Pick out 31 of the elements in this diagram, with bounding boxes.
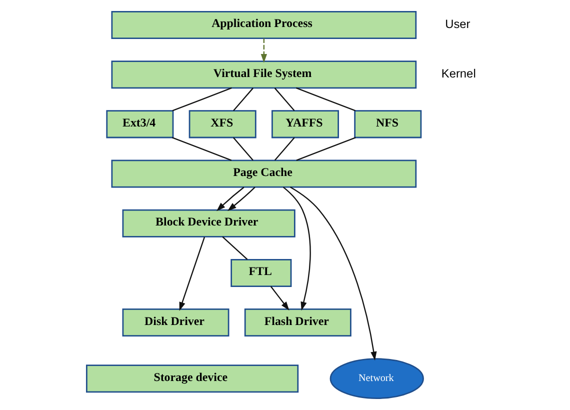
node-box: Block Device Driver — [122, 209, 295, 238]
node-box: FTL — [230, 258, 292, 287]
connector — [222, 236, 248, 260]
node-box: Disk Driver — [122, 308, 229, 337]
node-box: XFS — [188, 110, 256, 138]
arrow — [290, 186, 376, 360]
connector — [274, 88, 294, 112]
arrow — [216, 186, 244, 212]
connector — [296, 136, 356, 161]
arrow — [260, 38, 267, 63]
node-box: Ext3/4 — [106, 110, 174, 138]
arrow — [178, 236, 205, 311]
label: Kernel — [440, 66, 476, 81]
node-box: Application Process — [110, 11, 416, 39]
arrow — [270, 286, 289, 310]
connector — [232, 137, 253, 161]
connector — [295, 87, 356, 112]
connector — [274, 137, 294, 161]
node-box: Storage device — [85, 364, 298, 393]
arrow — [282, 186, 310, 311]
label: User — [444, 17, 470, 32]
arrow — [227, 186, 255, 211]
node-box: NFS — [354, 110, 422, 138]
connector — [171, 136, 232, 161]
node-box: Flash Driver — [244, 308, 351, 337]
connector — [232, 88, 254, 112]
node-ellipse: Network — [329, 358, 424, 399]
node-box: YAFFS — [271, 110, 338, 138]
connector — [172, 87, 232, 112]
node-box: Page Cache — [110, 160, 416, 188]
node-box: Virtual File System — [110, 60, 416, 89]
